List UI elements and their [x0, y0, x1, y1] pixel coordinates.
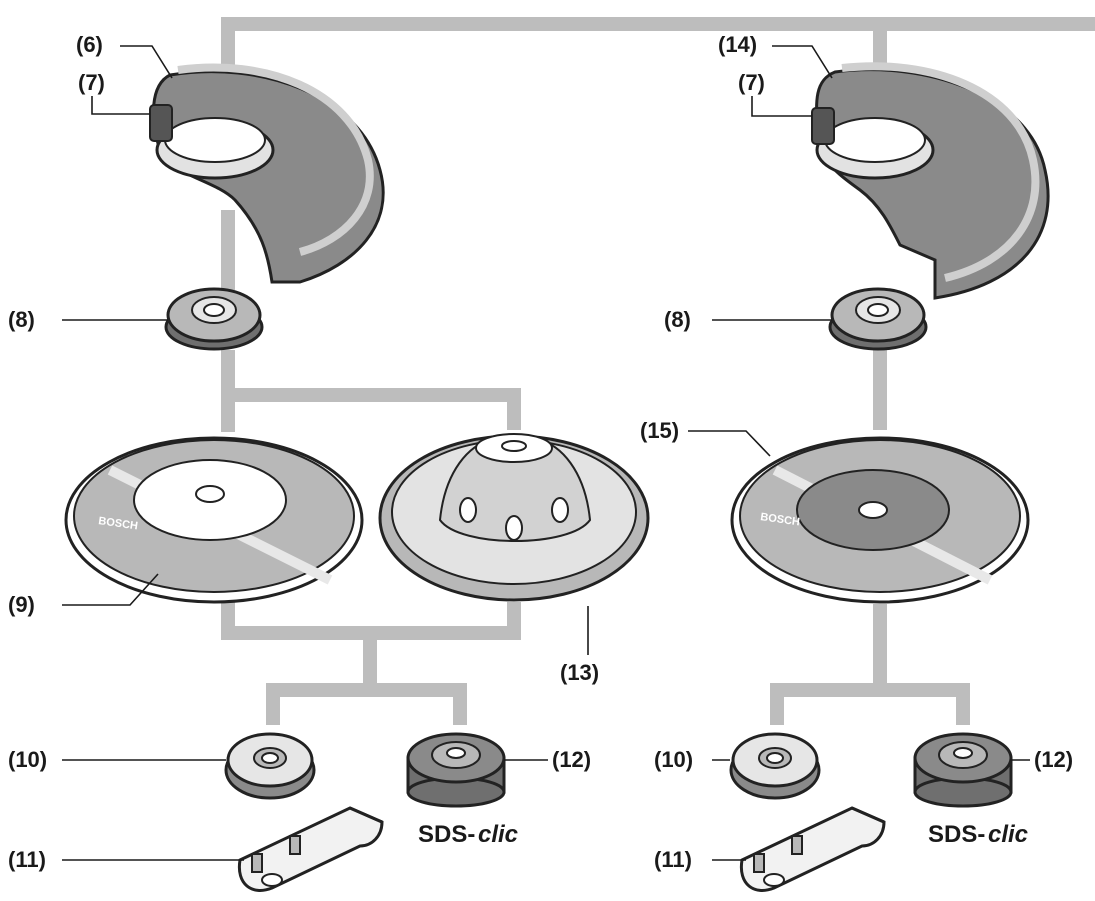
protective-guard-left [149, 63, 385, 284]
mounting-flange-left [164, 287, 264, 351]
disc-print-left: BOSCH [98, 515, 139, 532]
label-grinding-disc-9: (9) [8, 592, 35, 617]
sds-brand-text-right: SDS- [928, 821, 985, 848]
cutting-disc: BOSCH [730, 436, 1030, 604]
label-cutting-disc-15: (15) [640, 418, 679, 443]
label-locking-lever-7-left: (7) [78, 70, 105, 95]
label-mounting-flange-8-left: (8) [8, 307, 35, 332]
connector-lines [221, 17, 1095, 725]
label-cup-wheel-13: (13) [560, 660, 599, 685]
two-pin-spanner-left [237, 806, 384, 892]
part-labels: (6) (7) (14) (7) (8) (8) (9) (13) (15) (… [8, 32, 1073, 872]
label-clamping-nut-10-left: (10) [8, 747, 47, 772]
clic-logo-text-left: clic [478, 821, 518, 848]
label-protective-guard-6: (6) [76, 32, 103, 57]
cup-wheel [378, 433, 650, 602]
label-spanner-11-left: (11) [8, 847, 46, 872]
label-mounting-flange-8-right: (8) [664, 307, 691, 332]
protective-guard-right [811, 62, 1050, 300]
sds-clic-logo-left: SDS- clic [418, 821, 518, 848]
label-clamping-nut-10-right: (10) [654, 747, 693, 772]
quick-clamping-nut-right [913, 732, 1013, 808]
label-protective-guard-14: (14) [718, 32, 757, 57]
quick-clamping-nut-left [406, 732, 506, 808]
label-quick-nut-12-right: (12) [1034, 747, 1073, 772]
disc-print-right: BOSCH [760, 511, 801, 528]
mounting-flange-right [828, 287, 928, 351]
sds-clic-logo-right: SDS- clic [928, 821, 1028, 848]
clamping-nut-right [729, 732, 821, 800]
leader-lines [62, 45, 1030, 861]
clic-logo-text-right: clic [988, 821, 1028, 848]
label-locking-lever-7-right: (7) [738, 70, 765, 95]
clamping-nut-left [224, 732, 316, 800]
sds-brand-text-left: SDS- [418, 821, 475, 848]
two-pin-spanner-right [739, 806, 886, 892]
label-quick-nut-12-left: (12) [552, 747, 591, 772]
label-spanner-11-right: (11) [654, 847, 692, 872]
grinding-disc: BOSCH [64, 436, 364, 604]
